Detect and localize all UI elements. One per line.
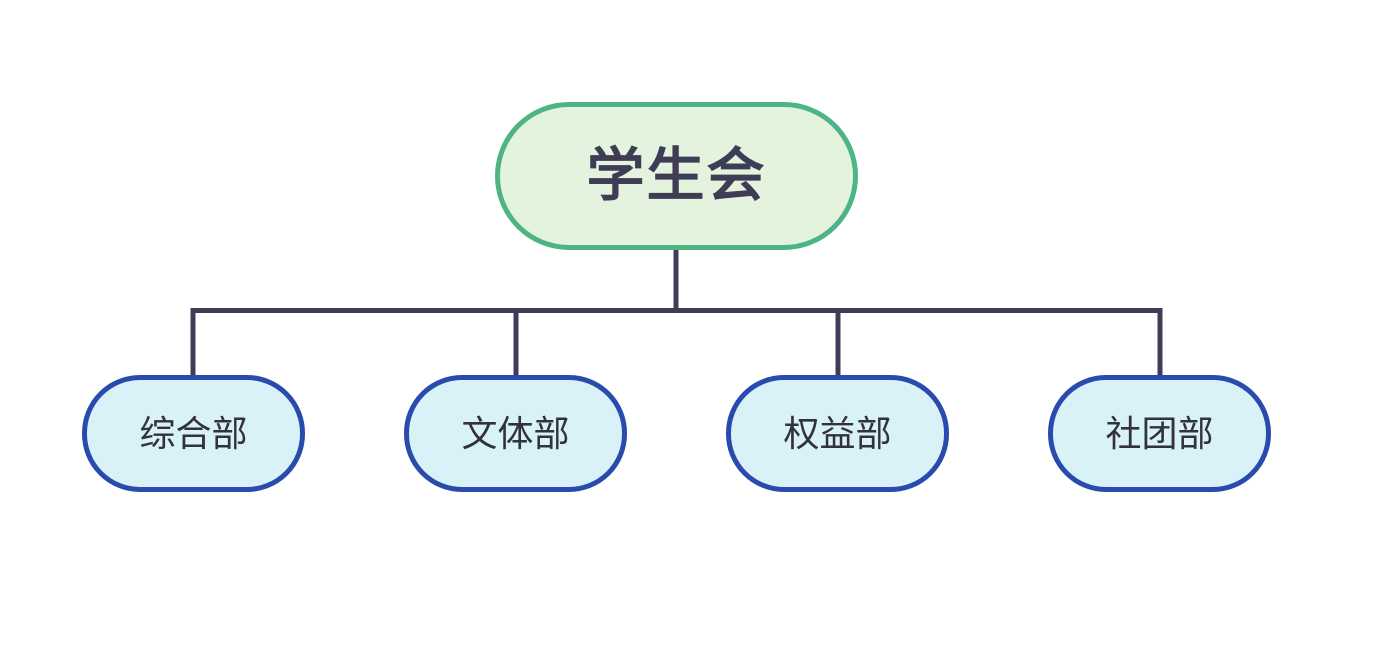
node-child-label: 权益部 xyxy=(783,412,892,454)
node-child-quanyibu[interactable]: 权益部 xyxy=(726,375,949,492)
node-child-shetuanbu[interactable]: 社团部 xyxy=(1048,375,1271,492)
node-child-label: 综合部 xyxy=(139,412,248,454)
node-child-label: 社团部 xyxy=(1105,412,1214,454)
node-root-label: 学生会 xyxy=(586,143,767,208)
node-child-label: 文体部 xyxy=(461,412,570,454)
node-child-wentibu[interactable]: 文体部 xyxy=(404,375,627,492)
node-root-student-union[interactable]: 学生会 xyxy=(495,102,858,250)
node-child-zonghebu[interactable]: 综合部 xyxy=(82,375,305,492)
